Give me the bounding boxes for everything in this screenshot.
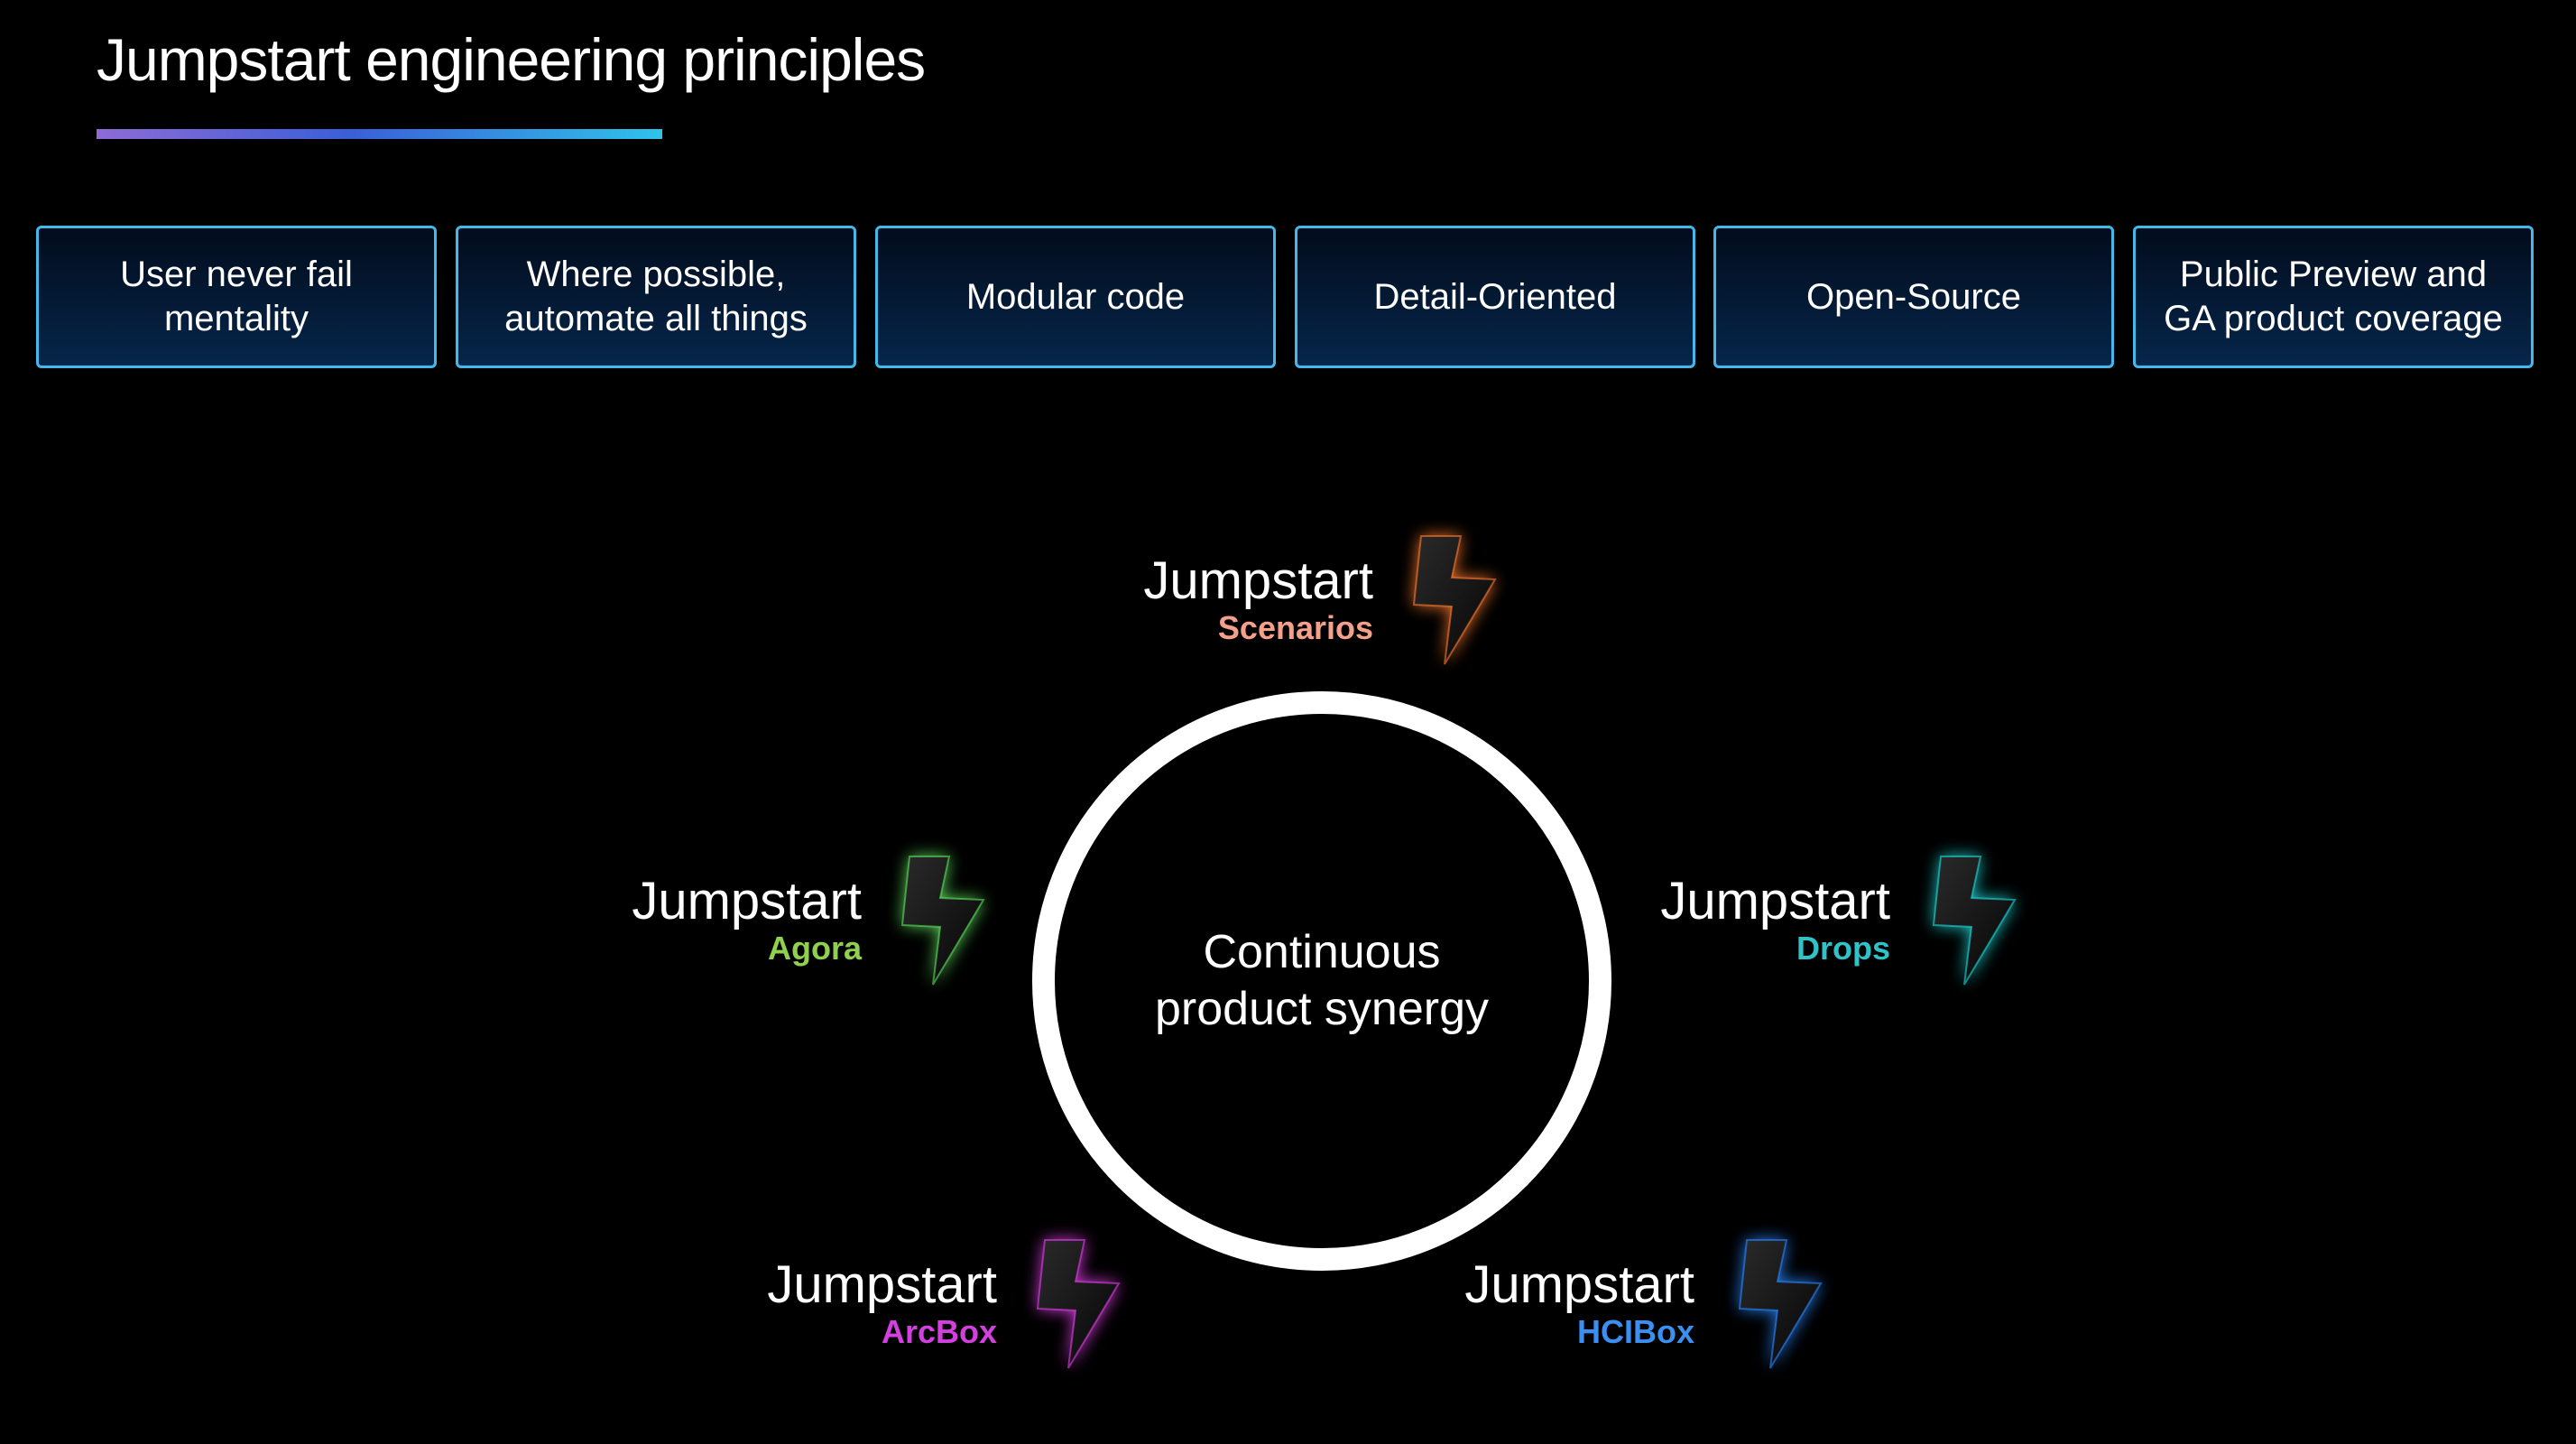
principle-label: Where possible, automate all things <box>504 255 808 338</box>
product-subtitle: Scenarios <box>1217 609 1373 646</box>
principle-label: Open-Source <box>1806 276 2021 317</box>
product-label: Jumpstart Drops <box>1660 873 1890 967</box>
product-name: Jumpstart <box>1464 1255 1694 1314</box>
principle-box-detail-oriented: Detail-Oriented <box>1295 226 1695 368</box>
product-name: Jumpstart <box>1143 551 1373 610</box>
lightning-bolt-icon <box>1731 1236 1830 1372</box>
principle-box-user-never-fail: User never fail mentality <box>36 226 437 368</box>
product-name: Jumpstart <box>1660 872 1890 930</box>
product-hcibox: Jumpstart HCIBox <box>1353 1256 1694 1365</box>
product-scenarios: Jumpstart Scenarios <box>993 552 1373 661</box>
product-subtitle: HCIBox <box>1576 1313 1694 1350</box>
lightning-bolt-icon <box>1925 853 2024 988</box>
synergy-text: Continuous product synergy <box>1155 926 1489 1035</box>
principle-label: Detail-Oriented <box>1373 276 1617 317</box>
product-subtitle: Agora <box>767 930 862 967</box>
product-name: Jumpstart <box>767 1255 997 1314</box>
product-name: Jumpstart <box>632 872 862 930</box>
principle-box-product-coverage: Public Preview and GA product coverage <box>2133 226 2534 368</box>
principle-label: Public Preview and GA product coverage <box>2164 255 2503 338</box>
product-subtitle: Drops <box>1796 930 1890 967</box>
lightning-bolt-icon <box>893 853 993 988</box>
lightning-bolt-icon <box>1405 532 1504 668</box>
title-underline <box>97 129 662 139</box>
product-arcbox: Jumpstart ArcBox <box>632 1256 997 1365</box>
synergy-circle: Continuous product synergy <box>1032 691 1611 1271</box>
product-label: Jumpstart Agora <box>632 873 862 967</box>
principle-label: Modular code <box>965 276 1186 317</box>
product-drops: Jumpstart Drops <box>1534 873 1890 981</box>
principle-box-automate: Where possible, automate all things <box>456 226 856 368</box>
principle-box-modular-code: Modular code <box>875 226 1276 368</box>
product-label: Jumpstart ArcBox <box>767 1256 997 1350</box>
lightning-bolt-icon <box>1029 1236 1128 1372</box>
principle-box-open-source: Open-Source <box>1713 226 2114 368</box>
product-label: Jumpstart Scenarios <box>1143 552 1373 646</box>
product-subtitle: ArcBox <box>881 1313 997 1350</box>
product-label: Jumpstart HCIBox <box>1464 1256 1694 1350</box>
page-title: Jumpstart engineering principles <box>97 26 926 93</box>
product-agora: Jumpstart Agora <box>541 873 862 981</box>
principle-label: User never fail mentality <box>120 255 353 338</box>
